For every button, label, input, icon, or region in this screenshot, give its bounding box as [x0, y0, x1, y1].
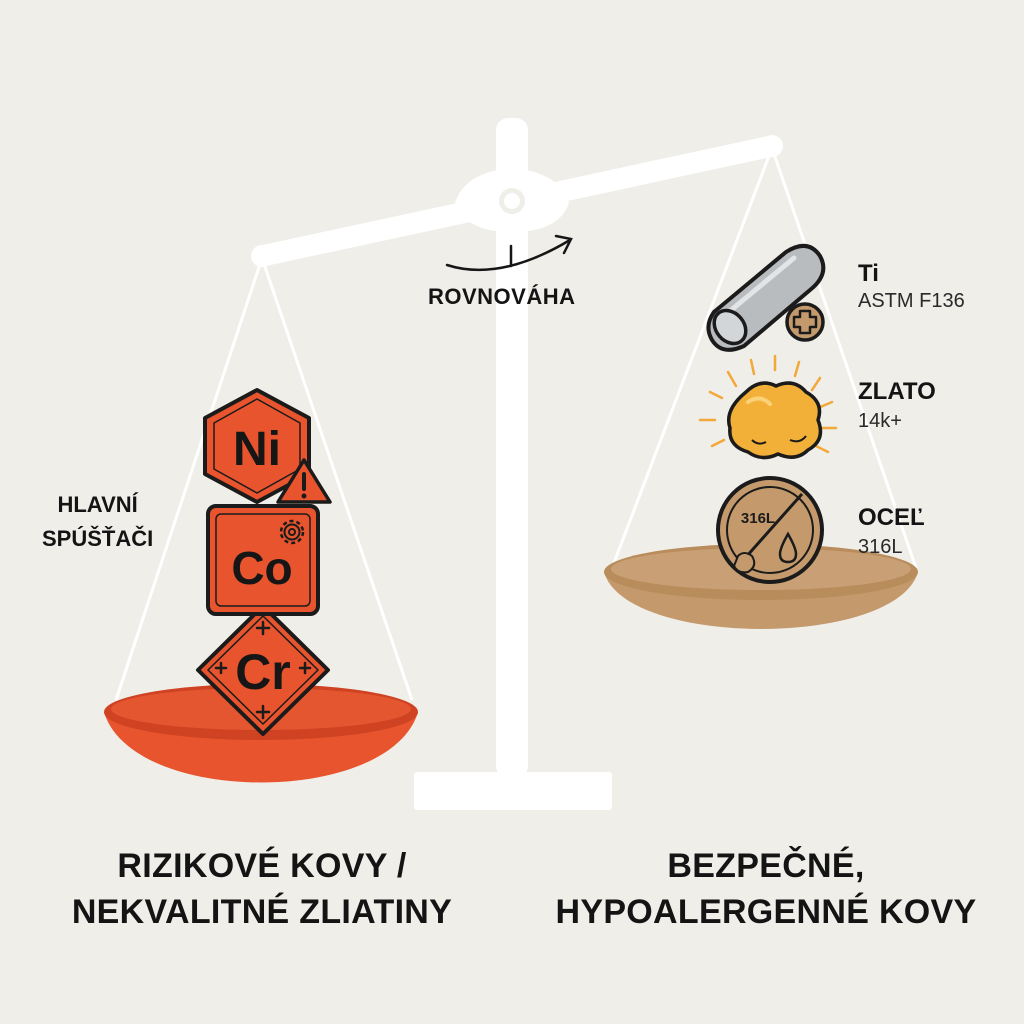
gold-detail: 14k+ [858, 410, 902, 432]
scale-beam [251, 135, 783, 267]
risky-metals-caption: RIZIKOVÉ KOVY / NEKVALITNÉ ZLIATINY [32, 843, 492, 935]
risky-metals-caption-line1: RIZIKOVÉ KOVY / [117, 847, 407, 885]
pan-strings [114, 147, 918, 701]
cobalt-symbol: Co [231, 542, 292, 594]
plus-icon [214, 620, 312, 720]
nickel-symbol: Ni [233, 423, 281, 476]
safe-metals-caption: BEZPEČNÉ, HYPOALERGENNÉ KOVY [536, 843, 996, 935]
main-triggers-label: HLAVNÍ SPÚŠŤAČI [42, 488, 153, 556]
plus-badge-icon [785, 302, 825, 342]
titanium-name: Ti [858, 260, 879, 287]
nickel-element-tile: Ni [203, 388, 332, 504]
titanium-detail: ASTM F136 [858, 290, 965, 312]
chromium-symbol: Cr [235, 644, 291, 700]
safe-metals-caption-line1: BEZPEČNÉ, [667, 847, 865, 885]
tilt-arrow-icon [445, 234, 573, 272]
safe-metals-caption-line2: HYPOALERGENNÉ KOVY [555, 893, 977, 931]
steel-detail: 316L [858, 536, 903, 558]
steel-coin-label: 316L [741, 510, 775, 527]
chromium-element-tile: Cr [196, 604, 330, 736]
cobalt-element-tile: Co [206, 504, 320, 616]
steel-coin-icon: 316L [716, 476, 824, 584]
gear-icon [279, 519, 305, 545]
titanium-rod-icon [706, 244, 826, 352]
scale-stand [414, 118, 612, 810]
main-triggers-line2: SPÚŠŤAČI [42, 526, 154, 551]
gold-name: ZLATO [858, 378, 936, 405]
main-triggers-line1: HLAVNÍ [57, 492, 138, 517]
steel-name: OCEĽ [858, 504, 925, 531]
balance-label: ROVNOVÁHA [428, 284, 576, 309]
risky-metals-caption-line2: NEKVALITNÉ ZLIATINY [71, 893, 453, 931]
gold-nugget-icon [698, 354, 838, 460]
warning-icon [276, 458, 332, 504]
